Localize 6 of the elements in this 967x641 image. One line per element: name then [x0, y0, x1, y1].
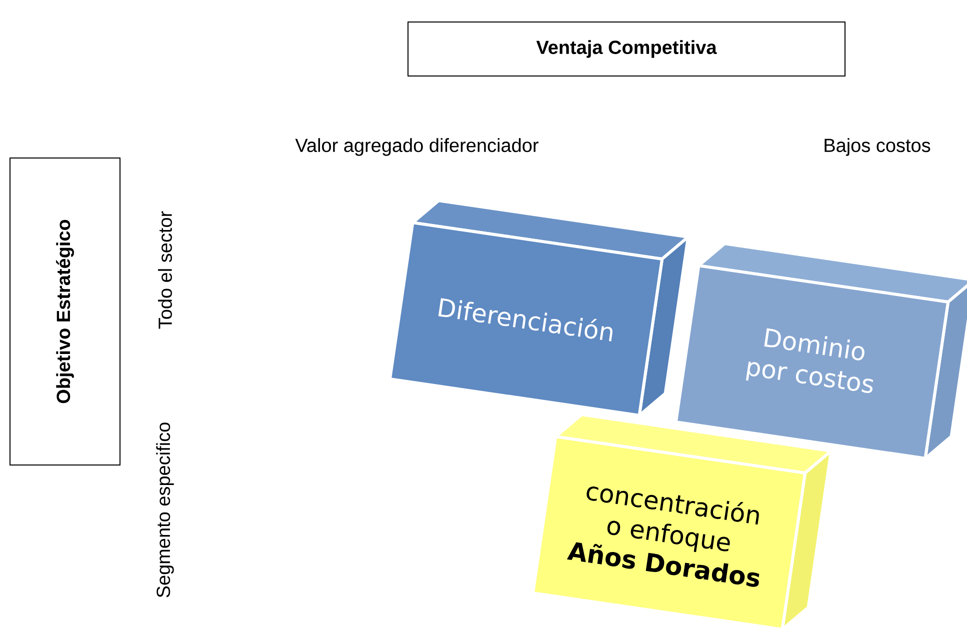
axis-label: Valor agregado diferenciador: [295, 138, 538, 156]
side-heading-box: Objetivo Estratégico: [10, 158, 120, 466]
axis-label: Segmento especifico: [156, 422, 174, 598]
axis-label: Todo el sector: [158, 211, 172, 329]
axis-label: Bajos costos: [824, 138, 930, 156]
heading-box: Ventaja Competitiva: [408, 22, 846, 76]
